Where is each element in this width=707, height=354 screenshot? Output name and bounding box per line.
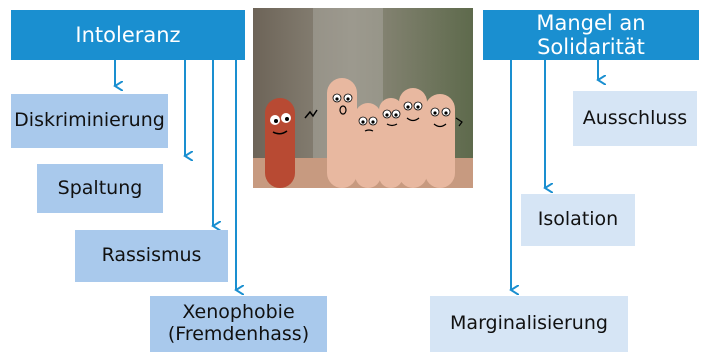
spaltung-label: Spaltung: [58, 178, 143, 200]
spaltung-box: Spaltung: [37, 164, 163, 213]
mangel-an-solidaritaet-title: Mangel an Solidarität: [483, 11, 699, 59]
intoleranz-header: Intoleranz: [11, 10, 245, 60]
ausschluss-label: Ausschluss: [583, 108, 687, 130]
xenophobie-label: Xenophobie: [182, 302, 294, 324]
isolation-box: Isolation: [521, 194, 635, 246]
diskriminierung-box: Diskriminierung: [11, 94, 168, 148]
ausschluss-box: Ausschluss: [573, 91, 697, 146]
xenophobie-box: Xenophobie (Fremdenhass): [150, 296, 327, 352]
diskriminierung-label: Diskriminierung: [14, 110, 165, 132]
mangel-an-solidaritaet-header: Mangel an Solidarität: [483, 10, 699, 60]
rassismus-box: Rassismus: [75, 230, 228, 282]
intoleranz-title: Intoleranz: [75, 23, 180, 47]
fremdenhass-label: (Fremdenhass): [168, 324, 309, 346]
marginalisierung-box: Marginalisierung: [430, 296, 628, 352]
isolation-label: Isolation: [538, 209, 618, 231]
finger-people-photo: [253, 8, 473, 188]
rassismus-label: Rassismus: [102, 245, 202, 267]
marginalisierung-label: Marginalisierung: [450, 313, 608, 335]
